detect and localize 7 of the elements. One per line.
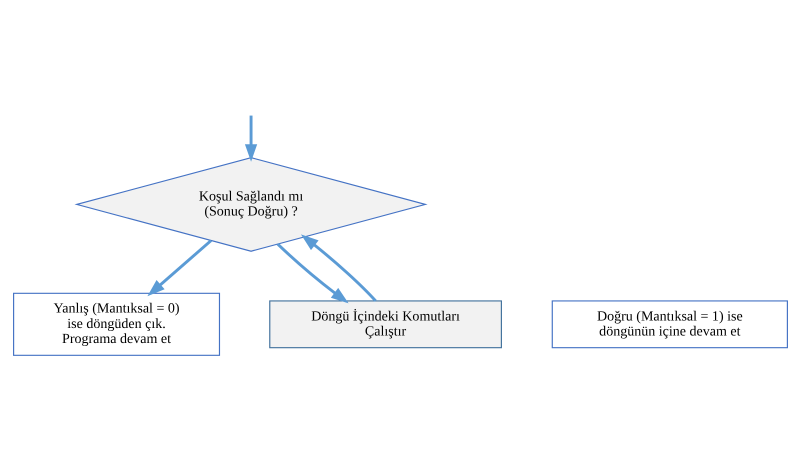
arrow [244, 116, 258, 162]
node-box: Döngü İçindeki Komutları Çalıştır [269, 300, 502, 348]
arrow [276, 243, 349, 304]
arrow [300, 234, 377, 302]
node-box: Doğru (Mantıksal = 1) ise döngünün içine devam et [552, 300, 788, 348]
arrow [147, 239, 212, 296]
node-box: Yanlış (Mantıksal = 0) ise döngüden çık. Programa devam et [13, 292, 220, 356]
